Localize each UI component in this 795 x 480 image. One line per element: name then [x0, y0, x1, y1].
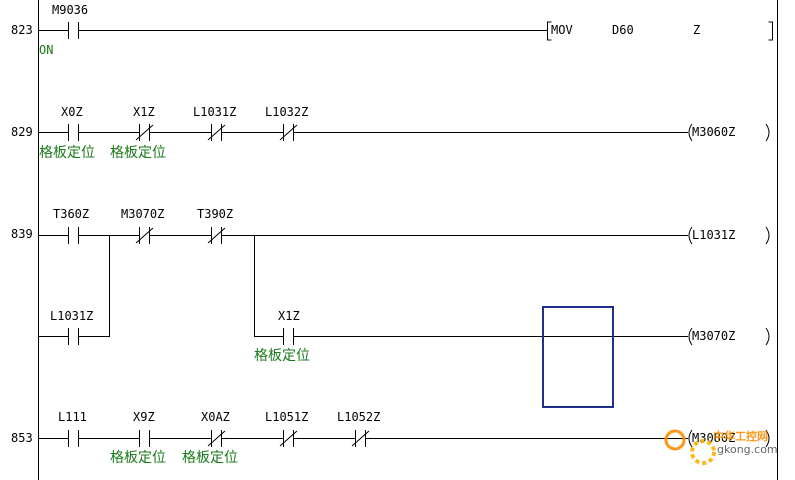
contact-label: X1Z: [278, 309, 300, 323]
normally-open-contact[interactable]: [139, 430, 151, 447]
instruction-box[interactable]: MOV D60 Z: [547, 21, 773, 41]
normally-open-contact[interactable]: [68, 22, 79, 39]
step-number: 853: [11, 431, 33, 445]
coil-label: M3060Z: [692, 125, 735, 139]
contact-label: X0Z: [61, 105, 83, 119]
watermark-logo: 中华工控网 gkong.com: [664, 429, 778, 465]
contact-comment: 格板定位: [110, 450, 166, 466]
instruction-arg2: Z: [693, 23, 700, 37]
normally-closed-contact[interactable]: [135, 227, 154, 244]
instruction-op: MOV: [551, 23, 573, 37]
contact-comment: 格板定位: [254, 348, 310, 364]
normally-closed-contact[interactable]: [207, 430, 226, 447]
normally-open-contact[interactable]: [68, 227, 80, 244]
normally-open-contact[interactable]: [283, 328, 295, 345]
contact-label: L1051Z: [265, 410, 308, 424]
instruction-arg1: D60: [612, 23, 634, 37]
contact-label: L111: [58, 410, 87, 424]
contact-comment: ON: [39, 43, 53, 57]
contact-label: L1052Z: [337, 410, 380, 424]
normally-open-contact[interactable]: [68, 430, 80, 447]
normally-closed-contact[interactable]: [279, 124, 298, 141]
contact-label: L1031Z: [193, 105, 236, 119]
normally-open-contact[interactable]: [68, 328, 80, 345]
contact-comment: 格板定位: [182, 450, 238, 466]
contact-label: M3070Z: [121, 207, 164, 221]
normally-closed-contact[interactable]: [351, 430, 370, 447]
step-number: 823: [11, 23, 33, 37]
contact-comment: 格板定位: [110, 145, 166, 161]
output-coil[interactable]: M3070Z: [688, 327, 770, 346]
contact-label: T390Z: [197, 207, 233, 221]
normally-closed-contact[interactable]: [135, 124, 154, 141]
watermark-text-en: gkong.com: [717, 443, 778, 456]
coil-label: M3070Z: [692, 329, 735, 343]
normally-closed-contact[interactable]: [279, 430, 298, 447]
watermark-text-cn: 中华工控网: [713, 429, 768, 443]
step-number: 839: [11, 227, 33, 241]
coil-label: L1031Z: [692, 228, 735, 242]
output-coil[interactable]: M3060Z: [688, 123, 770, 142]
step-number: 829: [11, 125, 33, 139]
contact-label: L1032Z: [265, 105, 308, 119]
contact-label: T360Z: [53, 207, 89, 221]
contact-label: L1031Z: [50, 309, 93, 323]
normally-open-contact[interactable]: [68, 124, 80, 141]
selection-cursor[interactable]: [542, 306, 614, 408]
contact-label: X1Z: [133, 105, 155, 119]
contact-label: M9036: [52, 3, 88, 17]
normally-closed-contact[interactable]: [207, 227, 226, 244]
contact-comment: 格板定位: [39, 145, 95, 161]
contact-label: X0AZ: [201, 410, 230, 424]
output-coil[interactable]: L1031Z: [688, 226, 770, 245]
normally-closed-contact[interactable]: [207, 124, 226, 141]
contact-label: X9Z: [133, 410, 155, 424]
